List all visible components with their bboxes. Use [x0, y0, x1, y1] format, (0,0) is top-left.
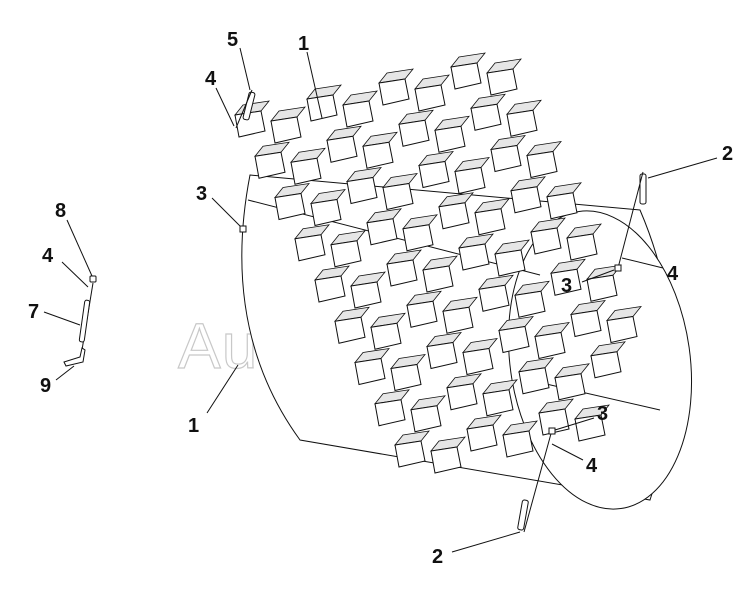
- padfoot-tooth: [430, 436, 466, 474]
- padfoot-tooth: [606, 305, 642, 344]
- callout-9: 9: [40, 375, 51, 397]
- pin-assembly: [63, 275, 97, 367]
- padfoot-tooth: [354, 347, 390, 386]
- padfoot-tooth: [554, 363, 590, 401]
- padfoot-tooth: [422, 255, 458, 293]
- bolt-part-2-top: [617, 171, 647, 269]
- padfoot-tooth: [490, 134, 526, 173]
- padfoot-tooth: [434, 115, 470, 153]
- callout-2-top: 2: [722, 143, 733, 165]
- padfoot-tooth: [306, 84, 342, 122]
- padfoot-tooth: [438, 192, 474, 230]
- nut-part-3-right-upper: [614, 264, 622, 272]
- padfoot-tooth: [498, 315, 534, 354]
- padfoot-tooth: [442, 296, 478, 334]
- leader-lines: [43, 47, 718, 553]
- padfoot-tooth: [586, 264, 622, 302]
- padfoot-tooth: [546, 182, 582, 220]
- callout-4-right-lower: 4: [586, 455, 598, 477]
- padfoot-tooth: [462, 337, 498, 376]
- padfoot-tooth: [398, 109, 434, 147]
- padfoot-tooth: [426, 331, 462, 370]
- padfoot-teeth: [234, 52, 642, 474]
- padfoot-tooth: [270, 106, 306, 144]
- padfoot-tooth: [510, 176, 546, 214]
- padfoot-tooth: [326, 125, 362, 163]
- callout-labels: 1 1 2 2 3 3 3 4 4 4 4 5 7 8 9: [28, 29, 733, 568]
- pin-part-7: [78, 299, 91, 343]
- nut-part-3-right-lower: [548, 427, 556, 435]
- washer-part-8: [89, 275, 97, 283]
- padfoot-tooth: [402, 214, 438, 252]
- callout-4-top: 4: [205, 68, 217, 90]
- padfoot-tooth: [410, 395, 446, 433]
- padfoot-tooth: [518, 357, 554, 395]
- padfoot-tooth: [446, 373, 482, 411]
- padfoot-tooth: [394, 430, 430, 468]
- nut-part-3-left: [239, 225, 247, 233]
- padfoot-tooth: [346, 166, 382, 205]
- padfoot-tooth: [330, 230, 366, 268]
- cotter-pin-part-9: [63, 347, 86, 367]
- padfoot-tooth: [530, 217, 566, 255]
- padfoot-tooth: [458, 233, 494, 271]
- padfoot-tooth: [374, 389, 410, 427]
- padfoot-tooth: [550, 258, 586, 296]
- padfoot-tooth: [314, 265, 350, 303]
- callout-2-bottom: 2: [432, 546, 443, 568]
- padfoot-tooth: [482, 379, 518, 417]
- bolt-part-2-bottom: [517, 429, 553, 533]
- padfoot-tooth: [274, 182, 310, 221]
- callout-7: 7: [28, 301, 39, 323]
- padfoot-tooth: [454, 156, 490, 195]
- padfoot-tooth: [310, 188, 346, 227]
- padfoot-tooth: [386, 249, 422, 287]
- callout-3-left: 3: [196, 183, 207, 205]
- padfoot-tooth: [414, 74, 450, 112]
- padfoot-tooth: [366, 208, 402, 246]
- callout-3-right-upper: 3: [561, 275, 572, 297]
- padfoot-tooth: [502, 420, 538, 458]
- padfoot-tooth: [406, 290, 442, 328]
- padfoot-tooth: [486, 58, 522, 96]
- padfoot-tooth: [466, 414, 502, 452]
- padfoot-tooth: [474, 198, 510, 236]
- callout-8: 8: [55, 200, 66, 222]
- padfoot-tooth: [294, 224, 330, 262]
- callout-1-top: 1: [298, 33, 309, 55]
- padfoot-tooth: [390, 353, 426, 392]
- callout-5: 5: [227, 29, 238, 51]
- callout-1-bottom: 1: [188, 415, 199, 437]
- padfoot-tooth: [590, 341, 626, 379]
- bolt-part-5: [235, 89, 256, 129]
- padfoot-tooth: [450, 52, 486, 90]
- padfoot-tooth: [342, 90, 378, 128]
- padfoot-tooth: [534, 321, 570, 360]
- padfoot-drum: [234, 52, 693, 510]
- padfoot-tooth: [334, 306, 370, 344]
- padfoot-tooth: [566, 223, 602, 261]
- callout-4-left: 4: [42, 245, 54, 267]
- padfoot-tooth: [362, 131, 398, 169]
- padfoot-tooth: [350, 271, 386, 309]
- padfoot-tooth: [254, 141, 290, 179]
- callout-4-right-upper: 4: [667, 263, 679, 285]
- padfoot-tooth: [526, 140, 562, 179]
- padfoot-tooth: [494, 239, 530, 277]
- padfoot-tooth: [470, 93, 506, 131]
- padfoot-tooth: [478, 274, 514, 312]
- padfoot-tooth: [290, 147, 326, 185]
- padfoot-tooth: [570, 299, 606, 338]
- padfoot-tooth: [506, 99, 542, 137]
- padfoot-tooth: [418, 150, 454, 189]
- callout-3-right-lower: 3: [597, 403, 608, 425]
- padfoot-tooth: [514, 280, 550, 318]
- padfoot-tooth: [378, 68, 414, 106]
- padfoot-tooth: [370, 312, 406, 350]
- padfoot-tooth: [382, 172, 418, 211]
